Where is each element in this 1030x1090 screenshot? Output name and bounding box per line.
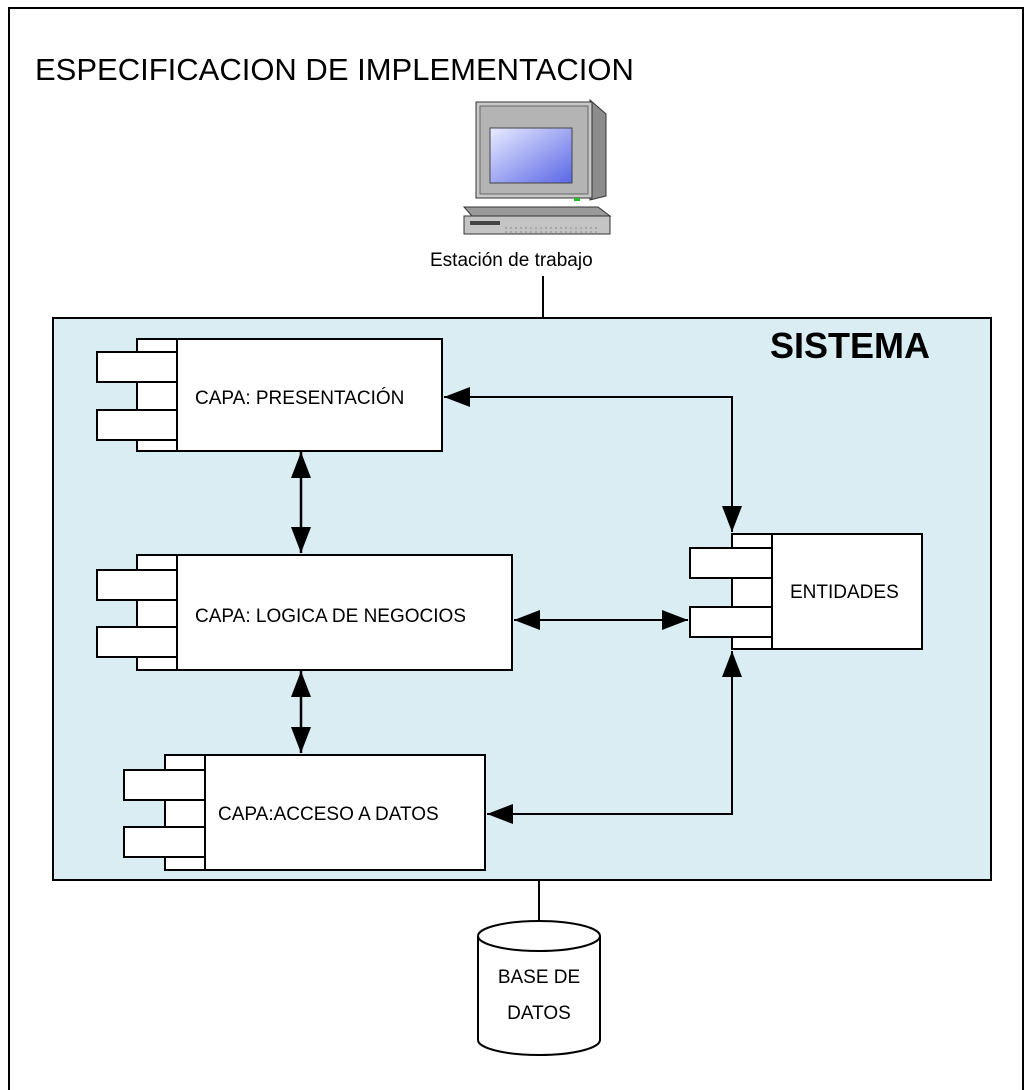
component-data-access: CAPA:ACCESO A DATOS (123, 754, 486, 871)
component-entities: ENTIDADES (689, 533, 923, 650)
component-business-logic: CAPA: LOGICA DE NEGOCIOS (96, 554, 513, 671)
component-presentation: CAPA: PRESENTACIÓN (96, 338, 443, 452)
component-entities-label: ENTIDADES (790, 582, 899, 603)
computer-workstation-icon (462, 98, 612, 235)
database-cylinder-icon: BASE DE DATOS (477, 920, 601, 1056)
arrow-presentation-entities (444, 387, 742, 532)
component-business-logic-label: CAPA: LOGICA DE NEGOCIOS (195, 606, 466, 627)
workstation-label: Estación de trabajo (430, 250, 593, 271)
arrow-data-access-entities (487, 651, 742, 824)
database-label-line2: DATOS (507, 1003, 571, 1024)
database-label-line1: BASE DE (498, 967, 580, 988)
system-label: SISTEMA (770, 325, 930, 366)
component-presentation-label: CAPA: PRESENTACIÓN (195, 387, 404, 409)
diagram-title: ESPECIFICACION DE IMPLEMENTACION (35, 52, 634, 87)
component-data-access-label: CAPA:ACCESO A DATOS (218, 804, 439, 825)
